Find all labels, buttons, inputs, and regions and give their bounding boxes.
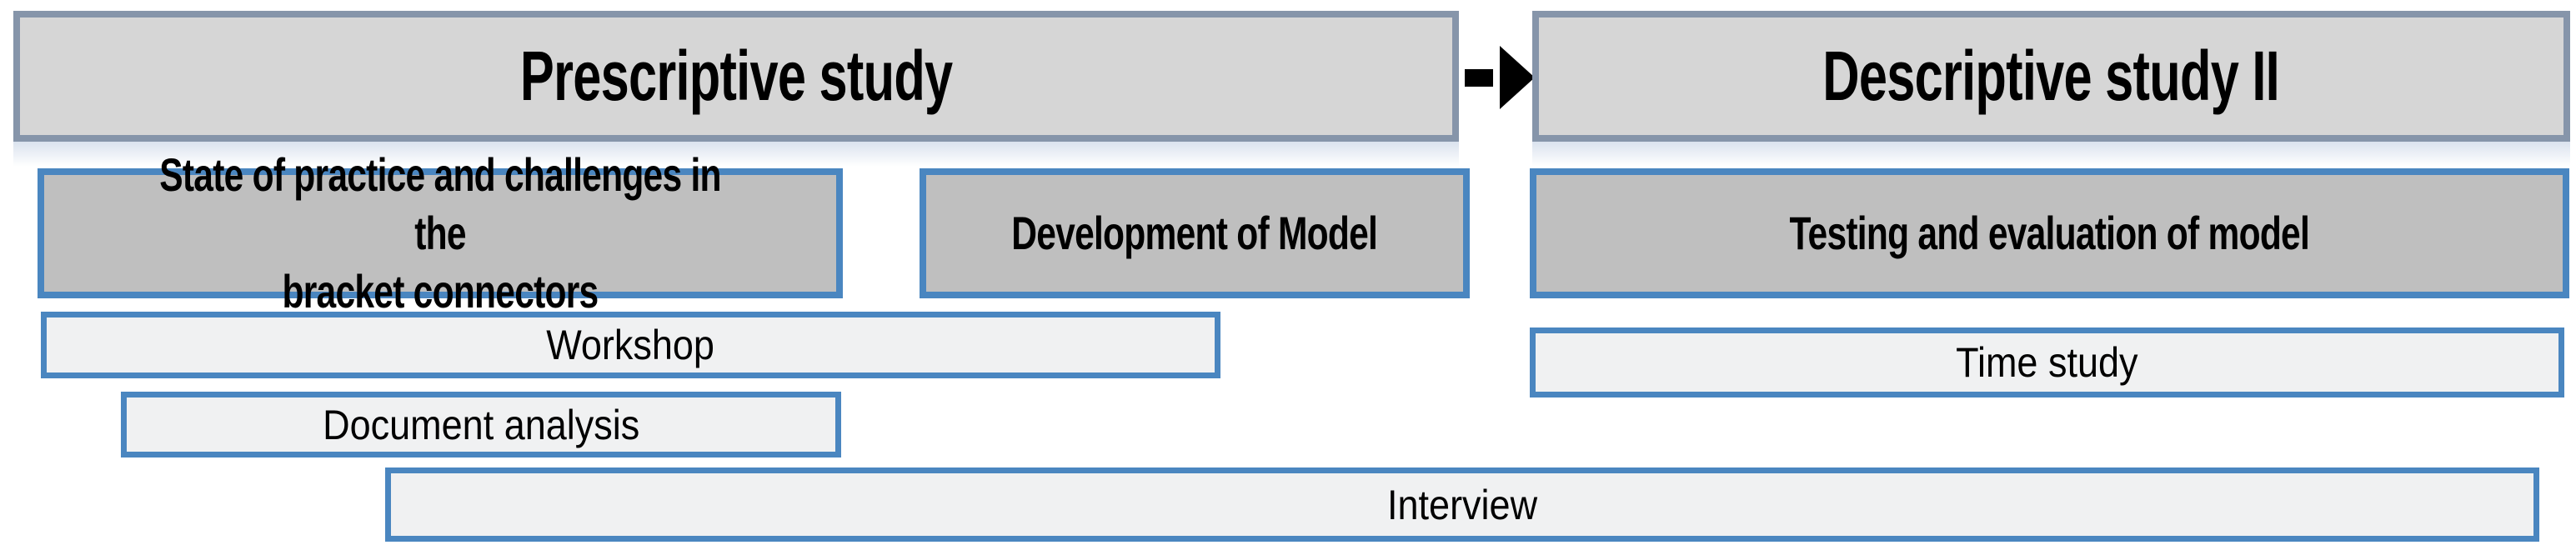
activity-label: Testing and evaluation of model [1789,207,2310,259]
method-bar-time-study: Time study [1530,328,2564,398]
method-label: Interview [1386,481,1538,528]
phase-label: Prescriptive study [519,37,953,115]
activity-label: State of practice and challenges in the … [159,148,721,318]
arrow-head [1500,46,1535,109]
activity-box-testing-evaluation: Testing and evaluation of model [1530,168,2569,298]
activity-label: Development of Model [1011,207,1379,259]
method-label: Workshop [546,322,715,368]
method-bar-document-analysis: Document analysis [121,392,841,458]
method-bar-interview: Interview [385,468,2539,542]
phase-box-prescriptive-study: Prescriptive study [13,11,1459,167]
activity-box-development-of-model: Development of Model [920,168,1470,298]
method-label: Document analysis [322,401,640,448]
phase-box-descriptive-study-2: Descriptive study II [1532,11,2570,167]
method-label: Time study [1956,339,2138,386]
phase-label: Descriptive study II [1822,37,2280,115]
arrow-dash [1465,69,1493,87]
flow-arrow-icon [1461,12,1539,143]
activity-box-state-of-practice: State of practice and challenges in the … [38,148,843,318]
method-bar-workshop: Workshop [41,312,1220,378]
